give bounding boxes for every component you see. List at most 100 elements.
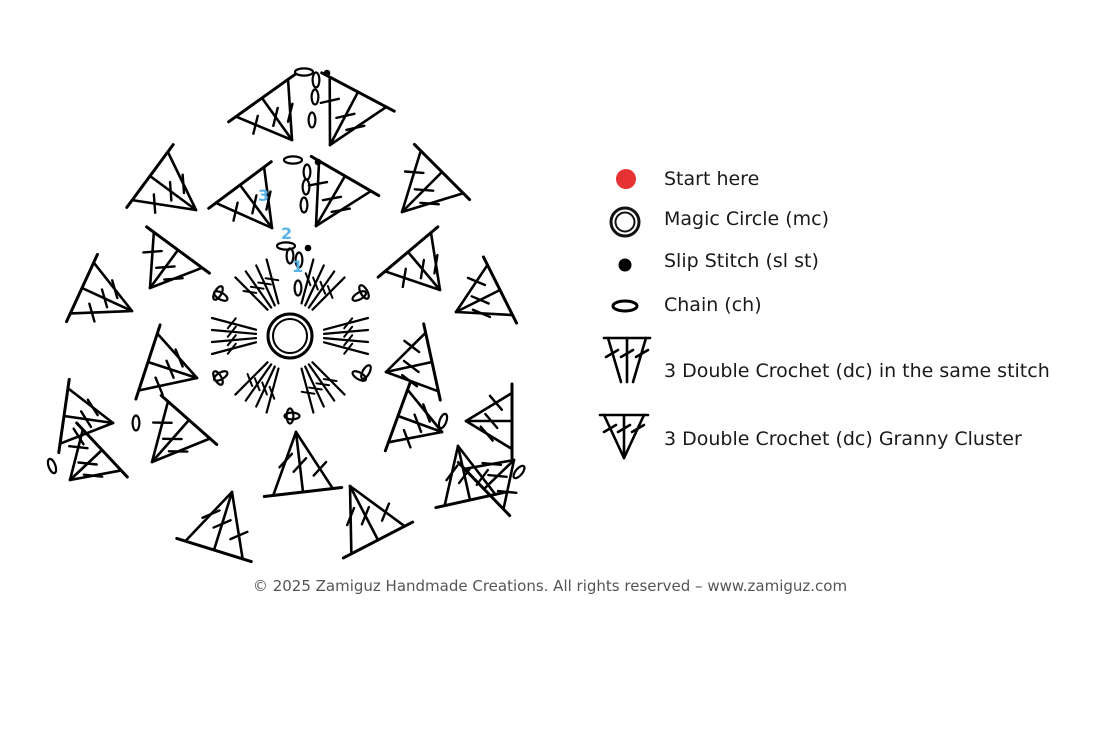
stitch-stroke xyxy=(226,342,237,355)
stitch-stroke xyxy=(384,360,434,374)
stitch-stroke xyxy=(419,201,440,206)
stitch-stroke xyxy=(304,264,325,307)
stitch-stroke xyxy=(62,414,115,425)
round-number-1: 1 xyxy=(292,257,303,276)
stitch-stroke xyxy=(360,505,371,526)
round-1-dc-group xyxy=(322,316,370,356)
chain-stitch xyxy=(307,111,317,129)
stitch-stroke xyxy=(294,430,305,494)
stitch-stroke xyxy=(307,363,336,402)
stitch-stroke xyxy=(406,250,442,292)
legend-item-dc-same-stitch: 3 Double Crochet (dc) in the same stitch xyxy=(598,336,1078,396)
dc-cluster xyxy=(175,490,253,564)
stitch-stroke xyxy=(322,316,370,331)
stitch-stroke xyxy=(321,195,343,202)
stitch-stroke xyxy=(419,258,426,280)
stitch-stroke xyxy=(348,484,380,542)
chain-stitch xyxy=(299,196,309,214)
dc-cluster xyxy=(307,154,381,228)
stitch-stroke xyxy=(150,437,212,464)
chain-stitch xyxy=(275,241,297,251)
dc-cluster xyxy=(142,225,211,290)
stitch-stroke xyxy=(252,114,259,135)
stitch-stroke xyxy=(502,458,516,511)
stitch-stroke xyxy=(443,444,460,507)
round-1-dc-group xyxy=(300,361,346,414)
stitch-stroke xyxy=(311,276,346,311)
stitch-stroke xyxy=(464,391,514,423)
stitch-stroke xyxy=(315,382,331,387)
legend-item-slip-stitch: Slip Stitch (sl st) xyxy=(598,244,1078,294)
stitch-stroke xyxy=(484,412,499,430)
start-dot-icon xyxy=(616,169,636,189)
dc-cluster xyxy=(434,444,506,510)
legend-label-slip-stitch: Slip Stitch (sl st) xyxy=(664,250,819,272)
round-1-chain xyxy=(351,370,368,382)
stitch-stroke xyxy=(142,249,163,254)
stitch-stroke xyxy=(100,288,109,309)
chain-stitch xyxy=(212,285,224,301)
stitch-stroke xyxy=(466,276,487,287)
stitch-stroke xyxy=(68,448,104,482)
legend: Start here Magic Circle (mc) Slip Stitch… xyxy=(598,160,1078,480)
stitch-stroke xyxy=(496,489,518,494)
stitch-stroke xyxy=(300,390,316,395)
stitch-stroke xyxy=(86,398,99,417)
legend-label-dc-same-stitch: 3 Double Crochet (dc) in the same stitch xyxy=(664,360,1050,382)
stitch-stroke xyxy=(271,430,298,497)
chain-stitch xyxy=(282,155,304,165)
stitch-stroke xyxy=(454,288,502,314)
stitch-stroke xyxy=(383,270,442,292)
stitch-stroke xyxy=(312,460,328,477)
stitch-stroke xyxy=(479,425,494,442)
round-number-2: 2 xyxy=(281,224,292,243)
round-number-3: 3 xyxy=(258,186,269,205)
dc-cluster xyxy=(319,71,396,147)
round-1-dc-group xyxy=(234,258,280,311)
chain-stitch xyxy=(512,464,526,480)
stitch-stroke xyxy=(155,265,176,269)
stitch-stroke xyxy=(413,188,435,192)
stitch-stroke xyxy=(148,248,180,290)
stitch-stroke xyxy=(311,361,346,396)
stitch-stroke xyxy=(165,359,175,379)
stitch-stroke xyxy=(343,325,354,338)
dc-cluster xyxy=(207,160,274,230)
stitch-stroke xyxy=(286,102,294,123)
magic-circle-inner xyxy=(272,318,308,354)
stitch-stroke xyxy=(475,468,490,487)
stitch-stroke xyxy=(345,506,356,527)
stitch-stroke xyxy=(80,286,134,313)
stitch-stroke xyxy=(330,207,351,214)
stitch-stroke xyxy=(322,328,370,335)
crochet-chart: 3 2 1 xyxy=(46,67,526,564)
stitch-stroke xyxy=(82,473,104,478)
chain-stitch xyxy=(360,364,372,380)
stitch-stroke xyxy=(401,267,407,289)
stitch-stroke xyxy=(77,461,98,466)
stitch-stroke xyxy=(403,170,425,175)
stitch-stroke xyxy=(481,461,503,467)
stitch-stroke xyxy=(268,385,276,400)
stitch-stroke xyxy=(249,285,265,290)
stitch-stroke xyxy=(396,414,444,434)
stitch-stroke xyxy=(322,378,338,382)
stitch-stroke xyxy=(255,365,276,408)
stitch-stroke xyxy=(154,376,164,396)
stitch-stroke xyxy=(184,490,234,543)
legend-item-magic-circle: Magic Circle (mc) xyxy=(598,202,1078,252)
stitch-stroke xyxy=(152,193,157,214)
chain-stitch xyxy=(131,414,141,432)
stitch-stroke xyxy=(433,253,439,275)
stitch-stroke xyxy=(343,334,354,347)
stitch-stroke xyxy=(168,180,173,202)
chain-stitch xyxy=(437,412,449,430)
stitch-stroke xyxy=(251,194,258,215)
stitch-stroke xyxy=(292,457,308,473)
slip-stitch-dot xyxy=(314,158,322,166)
stitch-stroke xyxy=(304,365,325,408)
stitch-stroke xyxy=(79,410,93,429)
dc-granny-cluster-icon xyxy=(598,413,650,460)
chain-stitch xyxy=(293,67,315,77)
stitch-stroke xyxy=(322,337,370,344)
